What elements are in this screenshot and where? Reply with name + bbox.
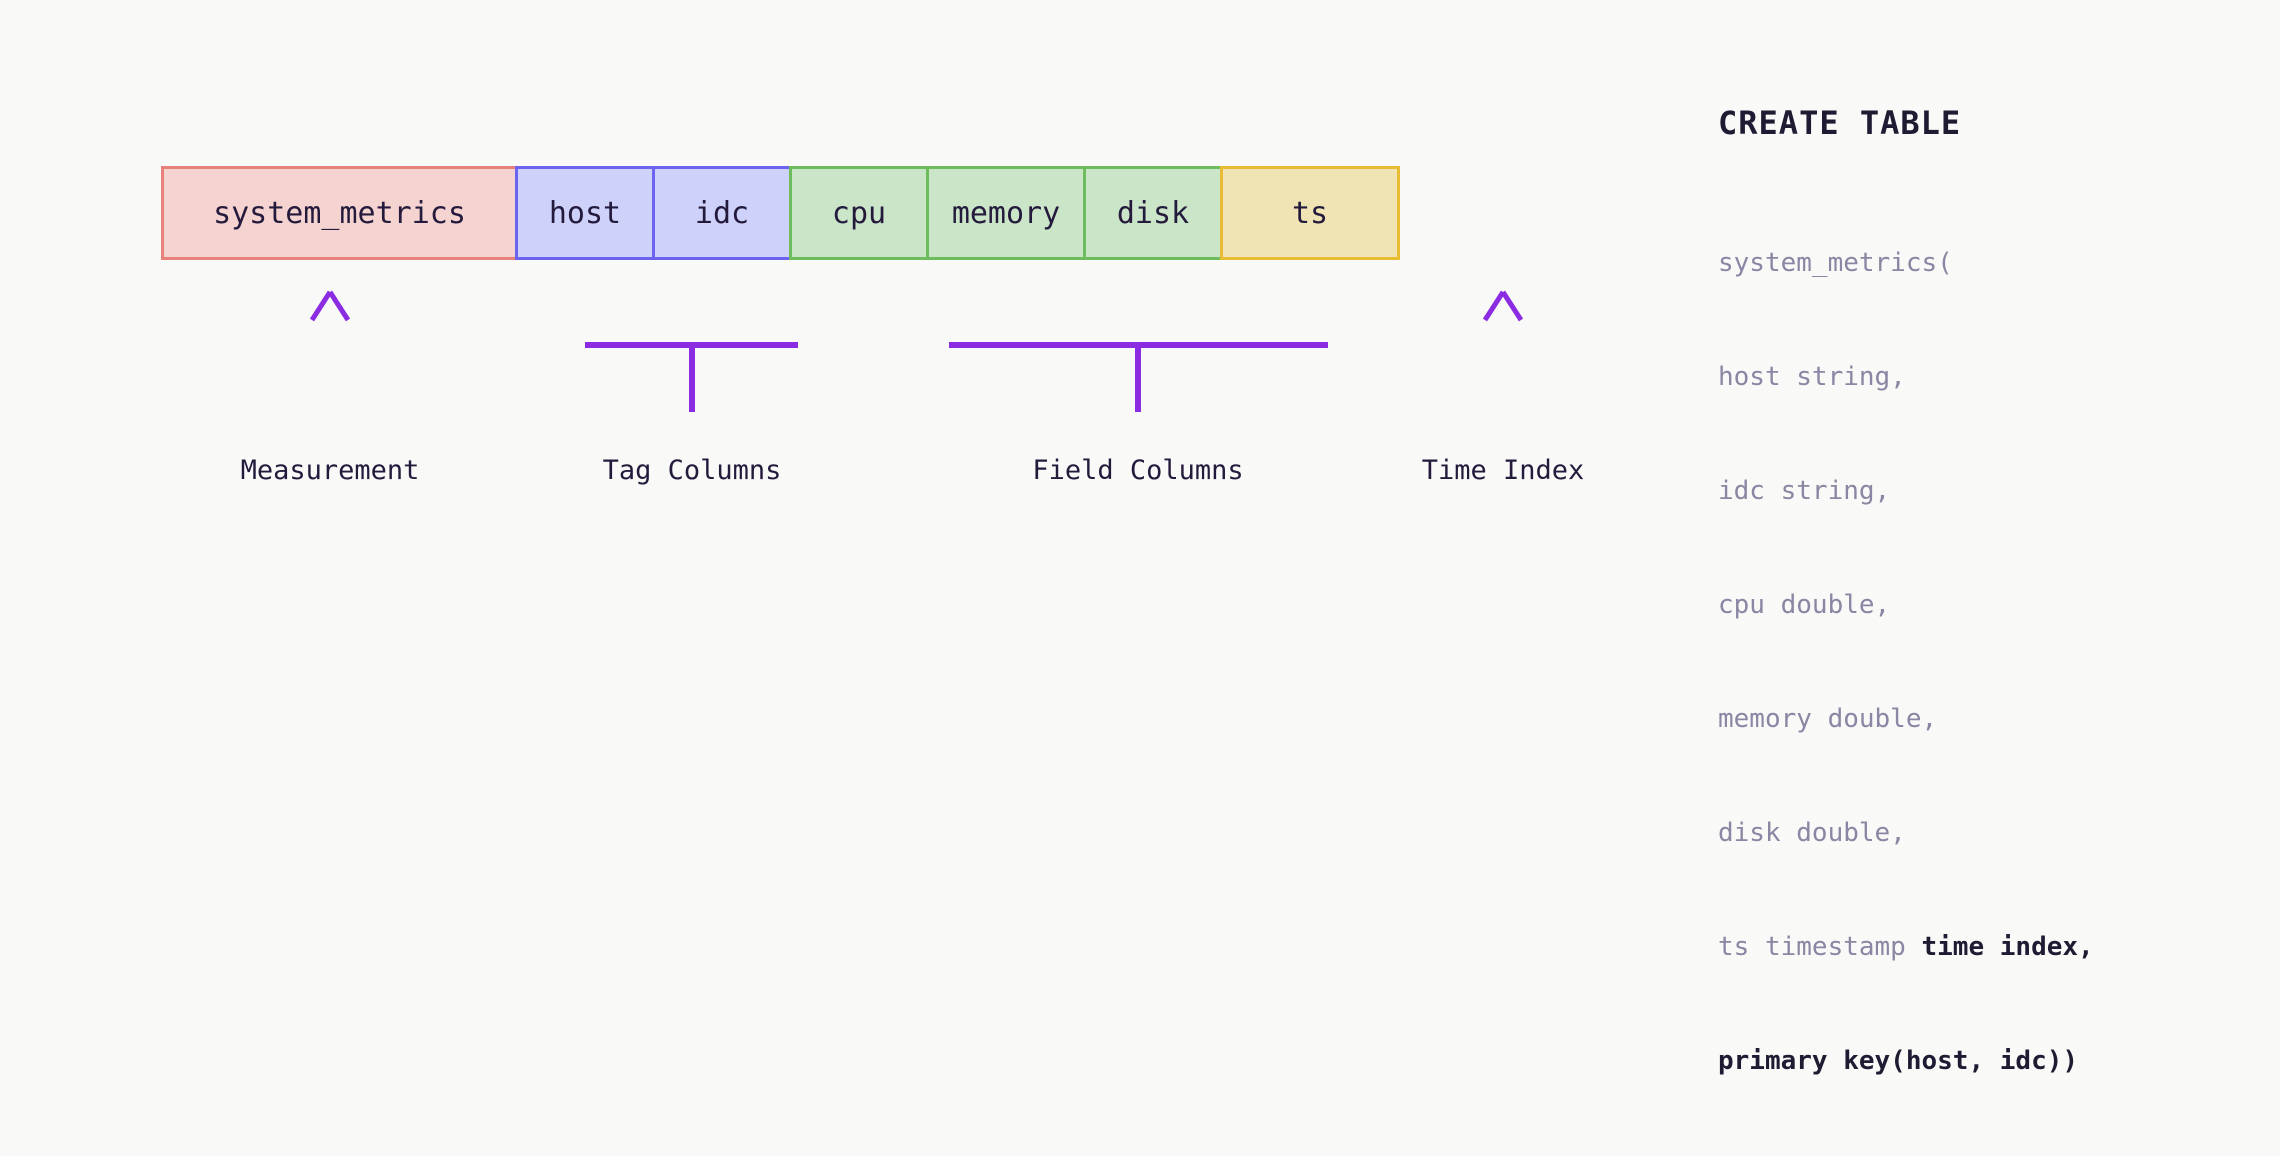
schema-cell-memory: memory: [926, 166, 1086, 260]
schema-cell-label: disk: [1116, 195, 1190, 231]
schema-row: system_metrics host idc cpu memory disk …: [161, 166, 1400, 260]
code-line: system_metrics(: [1718, 244, 2238, 282]
create-table-title: CREATE TABLE: [1718, 104, 1962, 142]
schema-cell-idc: idc: [652, 166, 792, 260]
code-segment-emphasis: time index,: [1921, 932, 2094, 962]
schema-cell-label: system_metrics: [213, 195, 466, 231]
schema-cell-label: memory: [951, 195, 1061, 231]
code-line: host string,: [1718, 358, 2238, 396]
field-columns-bracket-icon: [949, 295, 1328, 412]
diagram-canvas: system_metrics host idc cpu memory disk …: [161, 104, 2094, 1076]
code-line: memory double,: [1718, 700, 2238, 738]
tag-columns-bracket-icon: [585, 295, 798, 412]
code-segment: host string,: [1718, 362, 1906, 392]
code-line: idc string,: [1718, 472, 2238, 510]
code-segment: disk double,: [1718, 818, 1906, 848]
annotation-label-time-index: Time Index: [1421, 455, 1585, 486]
schema-cell-label: ts: [1291, 195, 1329, 231]
schema-cell-ts: ts: [1220, 166, 1400, 260]
code-line: disk double,: [1718, 814, 2238, 852]
schema-cell-host: host: [515, 166, 655, 260]
code-line: cpu double,: [1718, 586, 2238, 624]
schema-cell-label: host: [548, 195, 622, 231]
annotation-label-field-columns: Field Columns: [1032, 455, 1244, 486]
code-segment: idc string,: [1718, 476, 1891, 506]
code-segment: memory double,: [1718, 704, 1938, 734]
code-segment-emphasis: primary key(host, idc)): [1718, 1046, 2079, 1076]
code-segment: system_metrics(: [1718, 248, 1953, 278]
annotation-label-measurement: Measurement: [240, 455, 420, 486]
code-segment: ts timestamp: [1718, 932, 1922, 962]
schema-cell-label: cpu: [831, 195, 887, 231]
create-table-body: system_metrics( host string, idc string,…: [1718, 168, 2238, 1156]
schema-cell-label: idc: [694, 195, 750, 231]
schema-cell-measurement: system_metrics: [161, 166, 518, 260]
code-line: primary key(host, idc)): [1718, 1042, 2238, 1080]
code-segment: cpu double,: [1718, 590, 1891, 620]
code-line: ts timestamp time index,: [1718, 928, 2238, 966]
time-index-arrow-icon: [1482, 290, 1524, 405]
create-table-panel: CREATE TABLE system_metrics( host string…: [1718, 104, 2238, 1156]
schema-cell-disk: disk: [1083, 166, 1223, 260]
measurement-arrow-icon: [309, 290, 351, 405]
annotation-label-tag-columns: Tag Columns: [602, 455, 782, 486]
schema-cell-cpu: cpu: [789, 166, 929, 260]
